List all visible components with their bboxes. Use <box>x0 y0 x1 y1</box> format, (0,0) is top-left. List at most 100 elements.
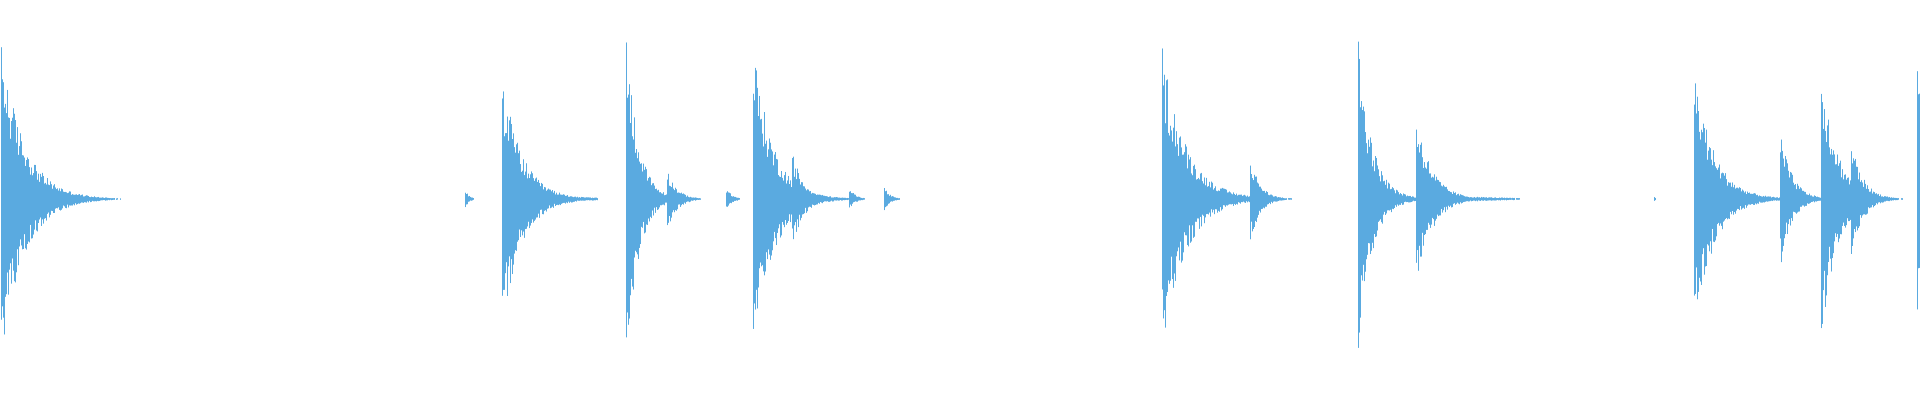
waveform-sample-bar <box>1762 196 1763 203</box>
waveform-sample-bar <box>1847 177 1848 219</box>
waveform-sample-bar <box>1811 195 1812 202</box>
waveform-sample-bar <box>1852 163 1853 246</box>
waveform-sample-bar <box>588 197 589 201</box>
waveform-sample-bar <box>1695 83 1696 294</box>
waveform-sample-bar <box>1174 114 1175 274</box>
waveform-sample-bar <box>821 195 822 203</box>
waveform-sample-bar <box>891 196 892 202</box>
waveform-sample-bar <box>1506 197 1507 201</box>
waveform-sample-bar <box>898 198 899 200</box>
waveform-sample-bar <box>1364 111 1365 282</box>
waveform-sample-bar <box>38 173 39 223</box>
waveform-sample-bar <box>1890 197 1891 201</box>
waveform-sample-bar <box>105 197 106 201</box>
waveform-sample-bar <box>1187 168 1188 246</box>
waveform-sample-bar <box>1194 164 1195 237</box>
waveform-sample-bar <box>777 159 778 233</box>
waveform-sample-bar <box>738 197 739 200</box>
waveform-sample-bar <box>1809 193 1810 204</box>
waveform-sample-bar <box>678 192 679 205</box>
waveform-sample-bar <box>56 189 57 209</box>
waveform-sample-bar <box>1804 191 1805 207</box>
waveform-sample-bar <box>73 194 74 205</box>
waveform-sample-bar <box>1860 181 1861 216</box>
waveform-sample-bar <box>1768 196 1769 202</box>
waveform-sample-bar <box>730 193 731 203</box>
waveform-sample-bar <box>885 191 886 208</box>
waveform-sample-bar <box>587 197 588 201</box>
waveform-sample-bar <box>53 185 54 213</box>
waveform-sample-bar <box>646 169 647 225</box>
waveform-sample-bar <box>1499 197 1500 201</box>
waveform-sample-bar <box>514 147 515 254</box>
waveform-sample-bar <box>693 197 694 201</box>
waveform-sample-bar <box>1884 196 1885 202</box>
waveform-sample-bar <box>755 67 756 310</box>
waveform-sample-bar <box>1428 161 1429 223</box>
waveform-sample-bar <box>592 197 593 201</box>
waveform-sample-bar <box>1801 188 1802 207</box>
waveform-sample-bar <box>74 194 75 206</box>
waveform-sample-bar <box>41 176 42 226</box>
waveform-sample-bar <box>894 197 895 201</box>
waveform-sample-bar <box>1262 190 1263 209</box>
waveform-sample-bar <box>698 198 699 200</box>
waveform-sample-bar <box>640 163 641 245</box>
waveform-sample-bar <box>685 194 686 204</box>
waveform-sample-bar <box>669 185 670 216</box>
waveform-sample-bar <box>1197 179 1198 219</box>
waveform-sample-bar <box>1783 158 1784 246</box>
waveform-sample-bar <box>653 183 654 216</box>
waveform-sample-bar <box>773 165 774 242</box>
waveform-sample-bar <box>1876 193 1877 204</box>
waveform-sample-bar <box>1490 197 1491 201</box>
waveform-sample-bar <box>764 112 765 276</box>
waveform-sample-bar <box>1862 182 1863 216</box>
waveform-sample-bar <box>2 79 3 307</box>
waveform-sample-bar <box>528 173 529 222</box>
waveform-sample-bar <box>1365 132 1366 272</box>
waveform-sample-bar <box>1853 158 1854 239</box>
waveform-sample-bar <box>1205 185 1206 218</box>
waveform-sample-bar <box>681 192 682 206</box>
waveform-sample-bar <box>1820 197 1821 201</box>
waveform-sample-bar <box>767 156 768 260</box>
waveform-sample-bar <box>806 190 807 213</box>
waveform-sample-bar <box>782 177 783 222</box>
waveform-sample-bar <box>567 195 568 204</box>
waveform-sample-bar <box>1412 196 1413 202</box>
waveform-sample-bar <box>1260 186 1261 213</box>
waveform-sample-bar <box>1436 176 1437 219</box>
waveform-sample-bar <box>1817 196 1818 202</box>
waveform-sample-bar <box>101 197 102 201</box>
waveform-sample-bar <box>504 136 505 290</box>
waveform-sample-bar <box>1200 173 1201 217</box>
waveform-sample-bar <box>533 178 534 223</box>
waveform-sample-bar <box>1463 195 1464 203</box>
waveform-sample-bar <box>52 188 53 212</box>
waveform-sample-bar <box>1475 197 1476 202</box>
waveform-sample-bar <box>784 175 785 228</box>
waveform-bars <box>1 41 1920 348</box>
waveform-sample-bar <box>582 197 583 201</box>
waveform-sample-bar <box>1183 154 1184 253</box>
waveform-sample-bar <box>58 190 59 208</box>
waveform-sample-bar <box>60 191 61 211</box>
waveform-sample-bar <box>790 180 791 223</box>
waveform-sample-bar <box>1430 173 1431 228</box>
waveform-sample-bar <box>1218 190 1219 211</box>
waveform-sample-bar <box>1494 197 1495 201</box>
waveform-sample-bar <box>862 198 863 201</box>
waveform-sample-bar <box>765 143 766 272</box>
waveform-sample-bar <box>1229 191 1230 205</box>
waveform-sample-bar <box>1893 197 1894 201</box>
waveform-sample-bar <box>1360 107 1361 318</box>
waveform-sample-bar <box>675 187 676 211</box>
waveform-sample-bar <box>1452 194 1453 208</box>
waveform-sample-bar <box>1779 197 1780 201</box>
waveform-sample-bar <box>1184 152 1185 233</box>
waveform-sample-bar <box>1169 135 1170 284</box>
waveform-sample-bar <box>1728 182 1729 219</box>
